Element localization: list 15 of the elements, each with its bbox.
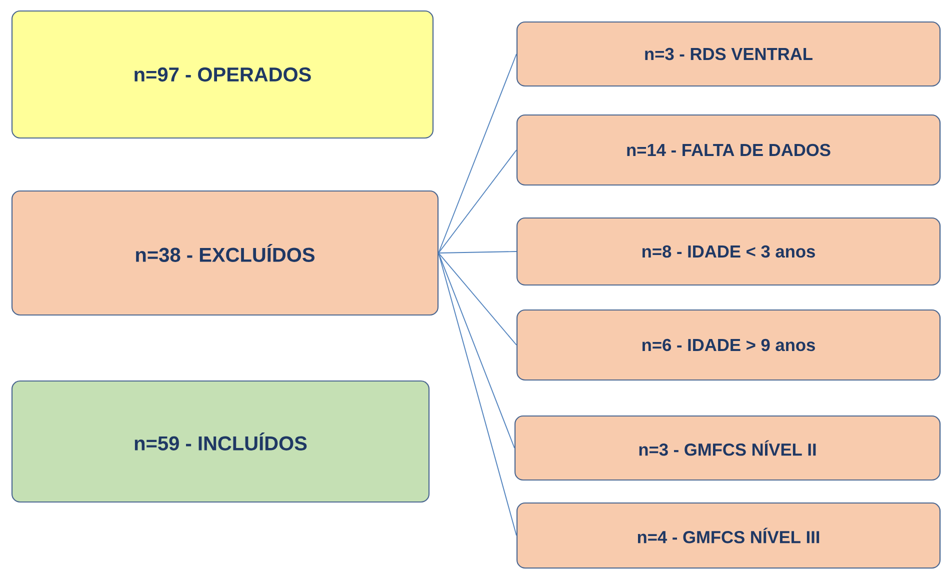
connector-line — [438, 252, 517, 536]
process-box: n=97 - OPERADOS — [11, 10, 434, 139]
process-box: n=8 - IDADE < 3 anos — [516, 217, 941, 286]
connector-line — [438, 54, 517, 254]
process-box: n=3 - GMFCS NÍVEL II — [514, 415, 941, 481]
connector-line — [438, 252, 517, 346]
process-box: n=38 - EXCLUÍDOS — [11, 190, 439, 316]
process-box: n=3 - RDS VENTRAL — [516, 21, 941, 87]
connector-line — [438, 252, 515, 448]
process-box: n=6 - IDADE > 9 anos — [516, 309, 941, 381]
process-box: n=4 - GMFCS NÍVEL III — [516, 502, 941, 569]
process-box: n=14 - FALTA DE DADOS — [516, 114, 941, 186]
process-box: n=59 - INCLUÍDOS — [11, 380, 430, 503]
connector-line — [438, 251, 517, 254]
connector-line — [438, 150, 517, 254]
